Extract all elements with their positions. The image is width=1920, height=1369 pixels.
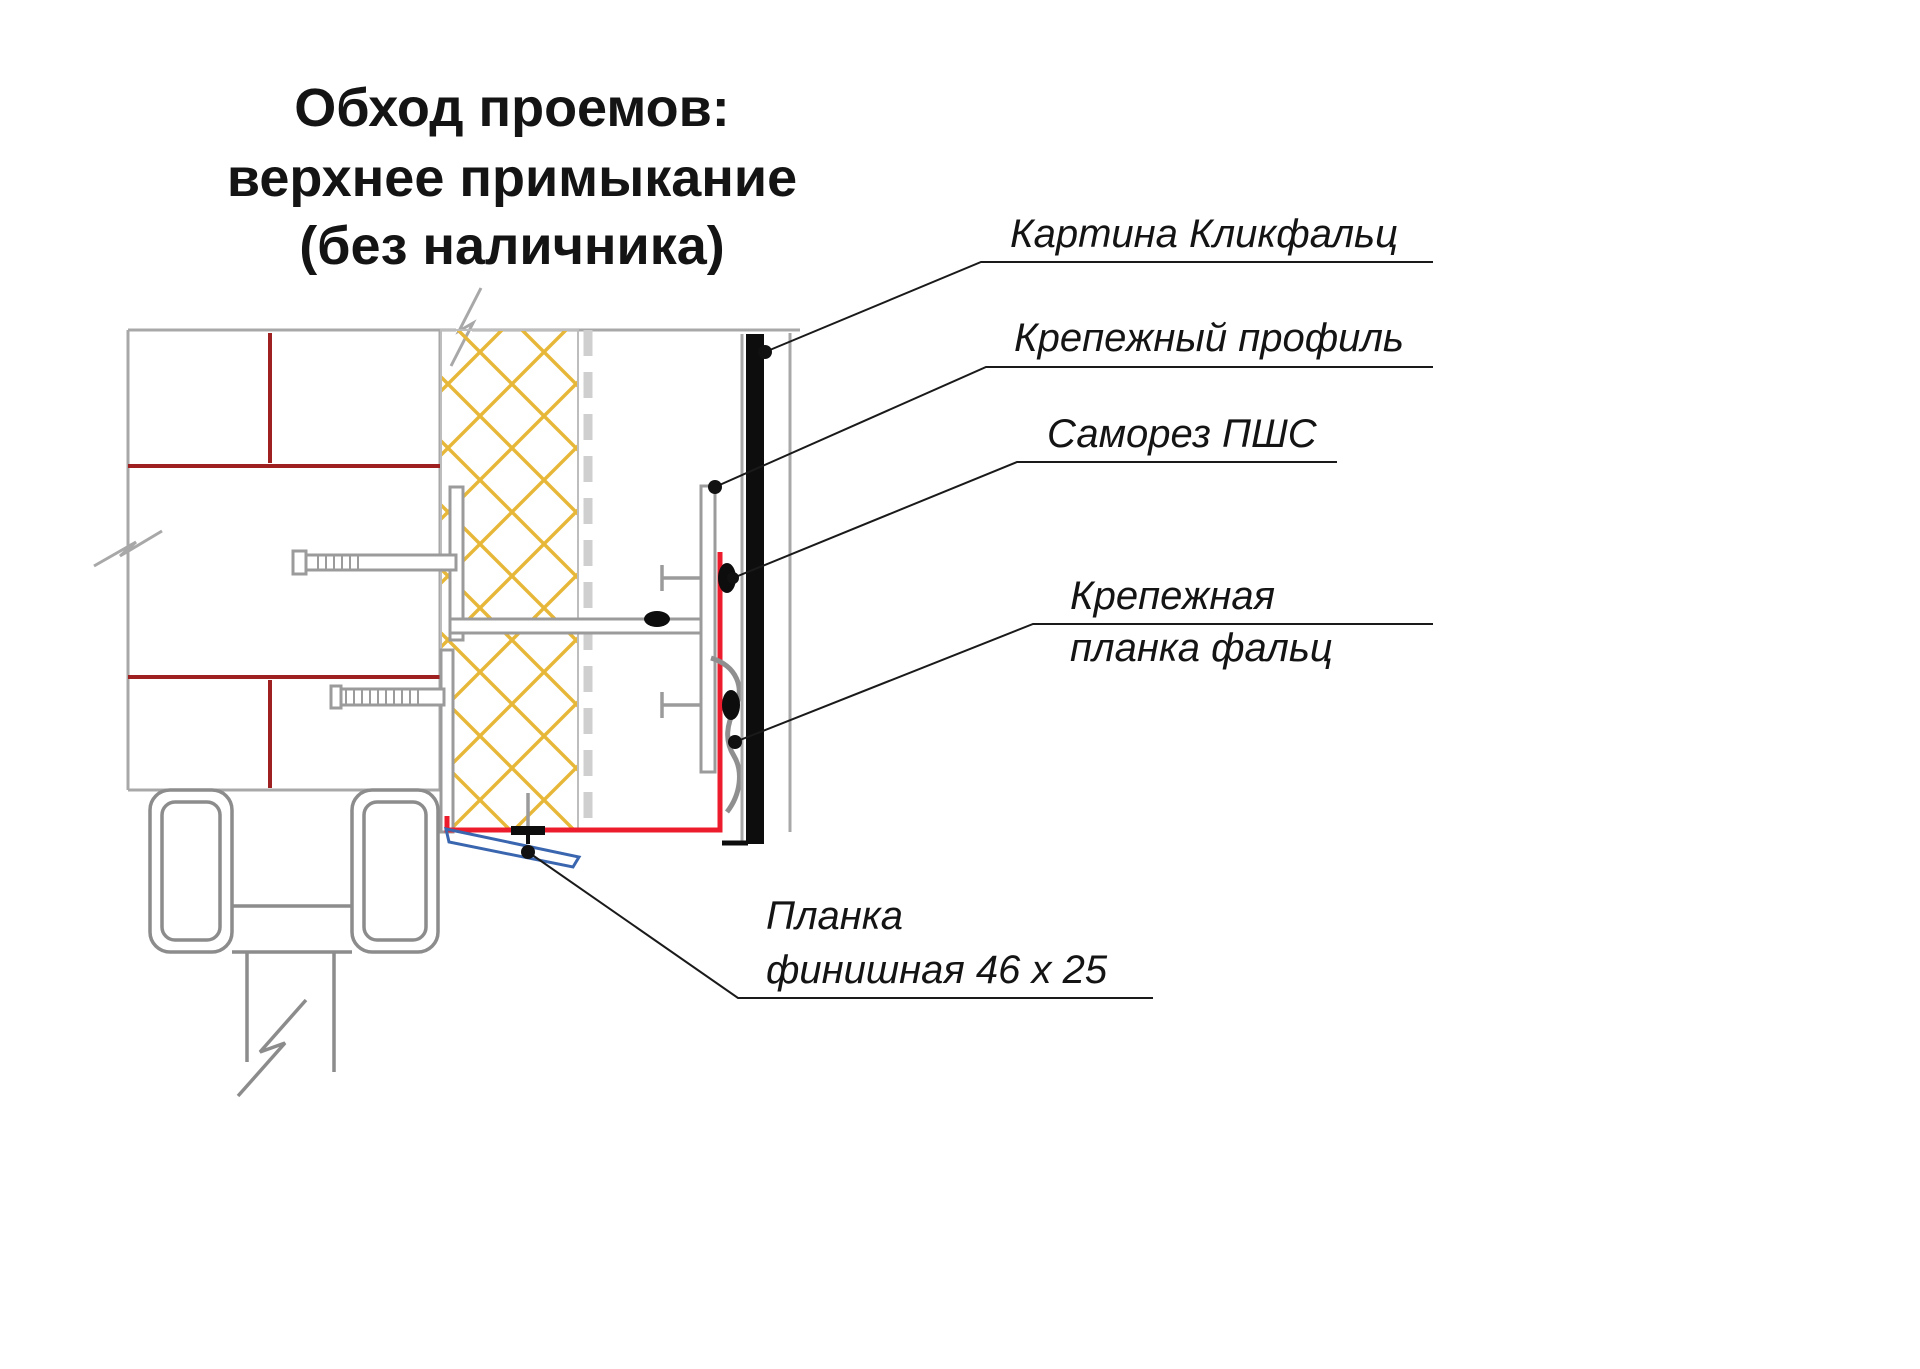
screw-shaft [660, 692, 701, 718]
leader-finish-strip [521, 845, 1153, 999]
leader-dot [521, 845, 535, 859]
falz-fastening-strip [710, 655, 742, 814]
break-symbol-bottom [236, 998, 308, 1098]
anchor-head [329, 684, 343, 710]
label-finish-strip-line2: финишная 46 x 25 [766, 948, 1108, 992]
screw-head [511, 826, 545, 835]
bracket-plate [439, 648, 455, 834]
bolt-head [644, 611, 670, 627]
glazing-lines [245, 952, 336, 1072]
screw-head [722, 690, 740, 720]
leader-dot [728, 735, 742, 749]
bracket-upper [448, 485, 704, 642]
anchor-head [291, 549, 308, 576]
label-panel: Картина Кликфальц [1010, 212, 1398, 256]
anchor-ribs [317, 555, 359, 570]
leader-screw [727, 461, 1337, 584]
frame-profile-inner-right [362, 800, 428, 942]
labels: Картина Кликфальц Крепежный профиль Само… [766, 212, 1404, 992]
leader-falz-strip [728, 623, 1433, 749]
anchor-ribs [345, 689, 419, 705]
screw-shaft [660, 565, 701, 591]
anchor-lower [329, 684, 446, 710]
screw-upper [660, 563, 736, 593]
bracket-lower [439, 648, 455, 834]
leader-profile [708, 366, 1433, 494]
screw-lower [660, 690, 740, 720]
label-profile: Крепежный профиль [1014, 316, 1404, 360]
label-falz-strip-line2: планка фальц [1070, 626, 1333, 670]
title-line2: верхнее примыкание [227, 148, 797, 208]
insulation-screw [511, 793, 545, 844]
title-line3: (без наличника) [299, 216, 725, 276]
anchor-upper [291, 549, 458, 576]
frame-profile-outer-right [350, 788, 440, 954]
anchor-shaft [294, 553, 458, 572]
window-frame [148, 788, 440, 1098]
label-falz-strip-line1: Крепежная [1070, 574, 1275, 618]
leader-dot [708, 480, 722, 494]
cladding-panel-group [722, 333, 792, 846]
leader-dot [758, 345, 772, 359]
frame-profile-outer-left [148, 788, 234, 954]
head-flashing-red [444, 552, 723, 833]
title-line1: Обход проемов: [294, 78, 730, 138]
frame-middle-band [232, 904, 352, 954]
clickfalz-panel [746, 334, 764, 844]
leader-panel [758, 261, 1433, 359]
finish-strip [444, 827, 582, 869]
label-finish-strip-line1: Планка [766, 894, 903, 938]
leaders [521, 261, 1433, 999]
frame-profile-inner-left [160, 800, 222, 942]
fastening-profile [699, 484, 717, 774]
leader-dot [727, 572, 739, 584]
label-screw: Саморез ПШС [1047, 412, 1318, 456]
break-symbol-left [93, 529, 163, 568]
drawing-title: Обход проемов: верхнее примыкание (без н… [227, 78, 797, 276]
